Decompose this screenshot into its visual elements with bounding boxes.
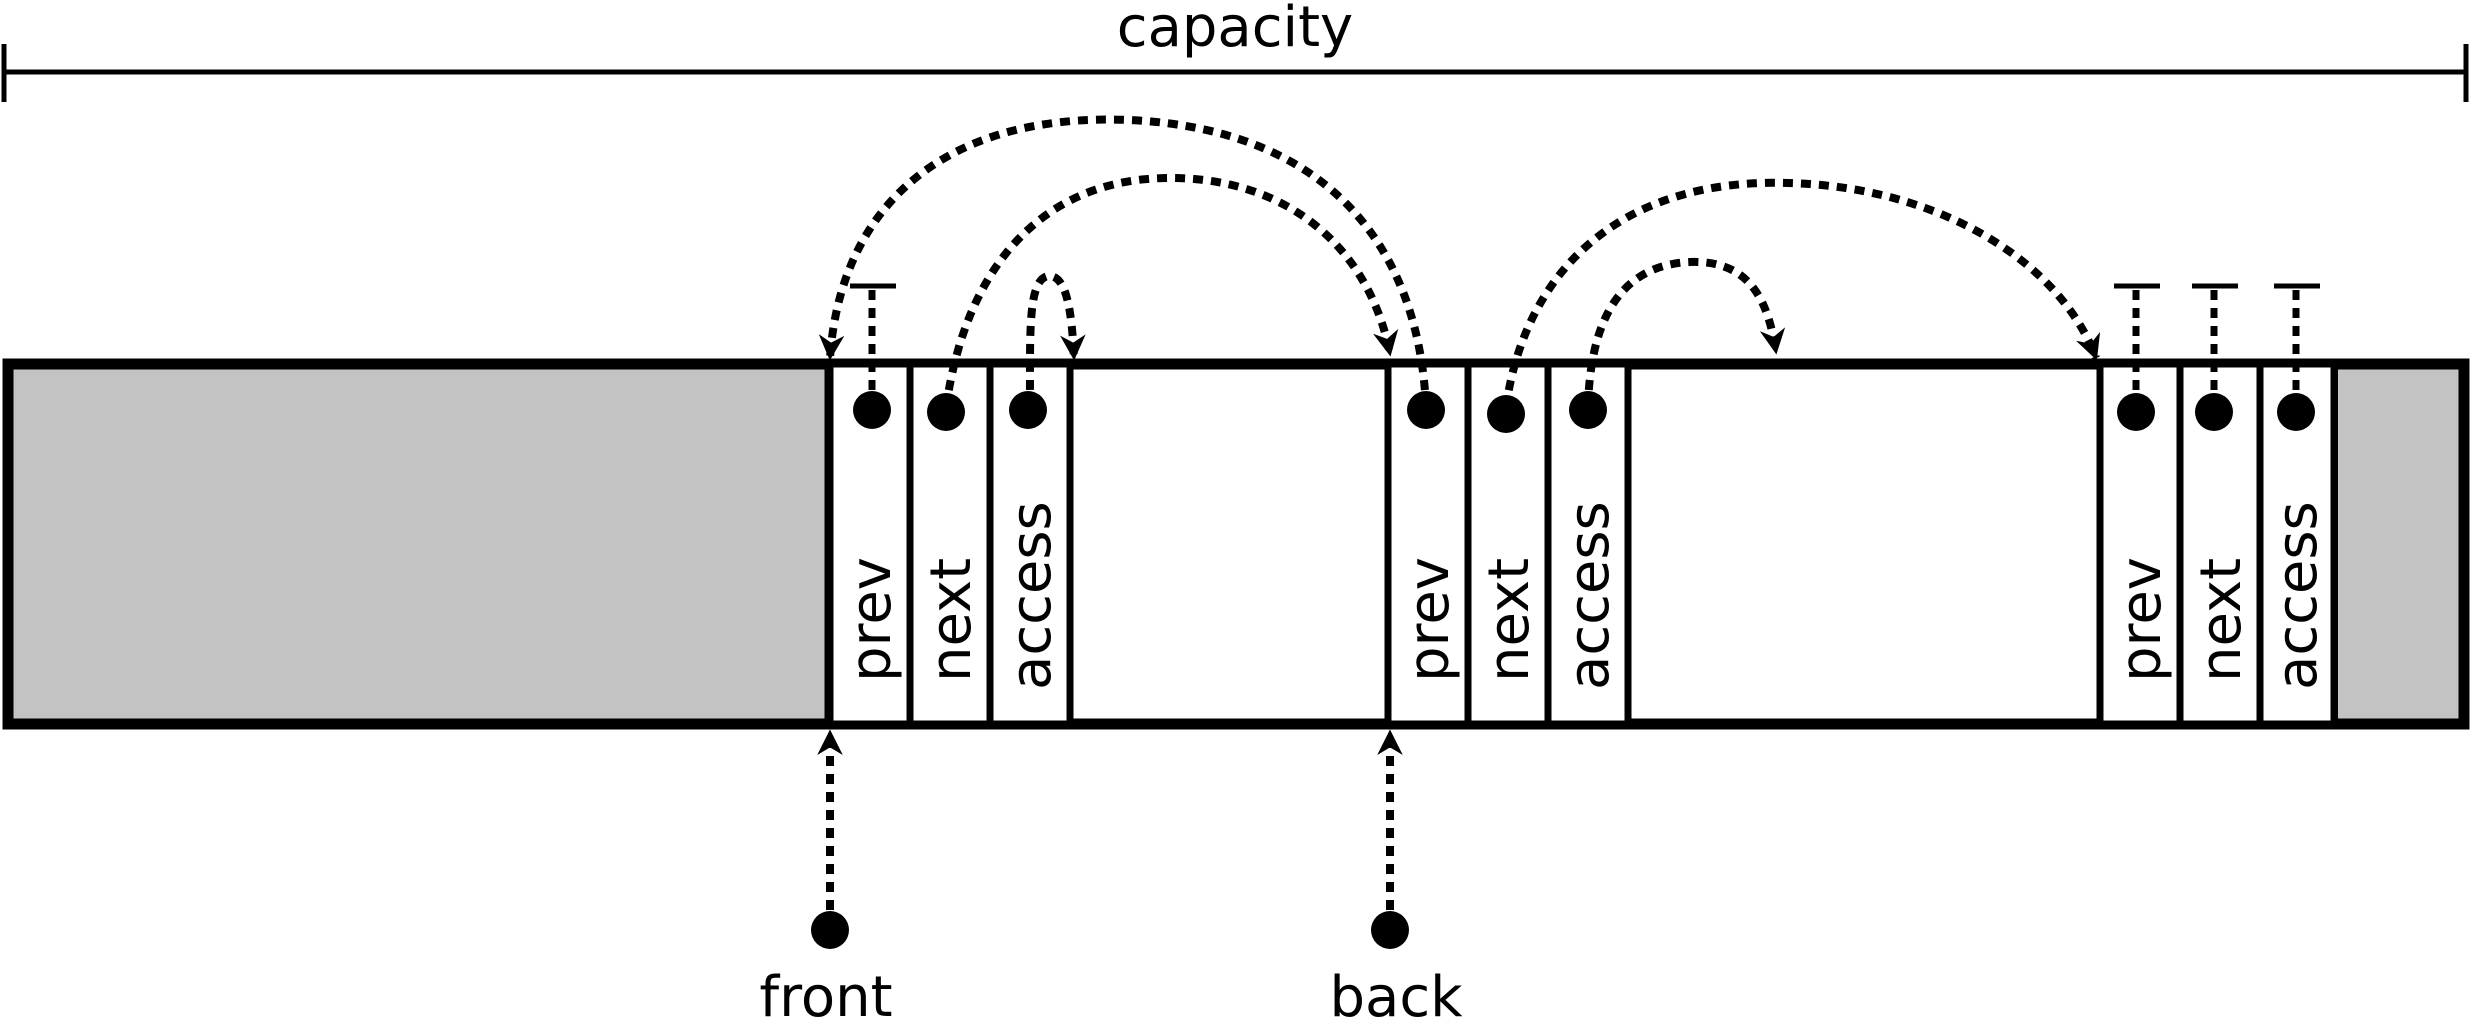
node-3-next-dot xyxy=(2195,393,2233,431)
node-1-next-dot xyxy=(927,393,965,431)
node-2-next-dot xyxy=(1487,395,1525,433)
node-3-next-label: next xyxy=(2189,558,2254,682)
null-pointers xyxy=(850,283,2320,408)
node-1-next-to-node-2-arrow xyxy=(942,173,1399,409)
node-2-prev-label: prev xyxy=(1397,557,1462,682)
back-dot xyxy=(1371,911,1409,949)
capacity-label: capacity xyxy=(1117,0,1353,60)
node-2-next-label: next xyxy=(1477,558,1542,682)
node-3-prev-label: prev xyxy=(2109,557,2174,682)
node-2-prev-dot xyxy=(1407,391,1445,429)
back-pointer: back xyxy=(1329,729,1463,1020)
node-1-access-label: access xyxy=(999,501,1064,690)
pointer-dots xyxy=(853,391,2315,433)
node-3-prev-dot xyxy=(2117,393,2155,431)
node-1-prev-dot xyxy=(853,391,891,429)
node-2-prev-to-node-1-arrow xyxy=(818,115,1430,409)
node-2-access-to-free-arrow xyxy=(1584,257,1786,409)
node-2-access-dot xyxy=(1569,391,1607,429)
node-2-next-to-node-3-arrow xyxy=(1502,178,2101,409)
back-label: back xyxy=(1329,965,1463,1020)
node-3-access-dot xyxy=(2277,393,2315,431)
node-2-access-label: access xyxy=(1557,501,1622,690)
node-1: prev next access xyxy=(826,360,1074,728)
unused-region-right xyxy=(2334,364,2464,724)
capacity-dimension: capacity xyxy=(1,0,2469,102)
buffer-outline xyxy=(2,358,2470,730)
node-1-access-self-arrow xyxy=(1025,272,1086,409)
node-3-access-label: access xyxy=(2265,501,2330,690)
front-label: front xyxy=(759,965,892,1020)
front-dot xyxy=(811,911,849,949)
pointer-arrows xyxy=(818,115,2101,409)
node-1-prev-label: prev xyxy=(839,557,904,682)
front-pointer: front xyxy=(759,729,893,1020)
unused-region-left xyxy=(8,364,830,724)
node-1-access-dot xyxy=(1009,391,1047,429)
node-1-next-label: next xyxy=(919,558,984,682)
buffer xyxy=(2,358,2470,730)
